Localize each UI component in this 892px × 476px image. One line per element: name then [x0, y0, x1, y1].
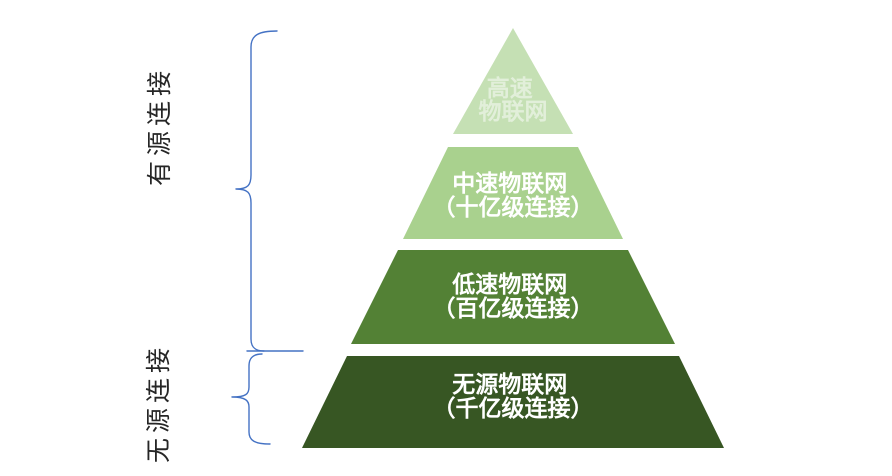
side-labels: 有源连接 无源连接 — [145, 66, 174, 463]
level-2-line-2: （十亿级连接） — [433, 194, 594, 220]
level-1-line-1: 高速 — [487, 75, 533, 101]
passive-connection-label: 无源连接 — [145, 343, 173, 463]
pyramid-level-2-shape — [403, 147, 623, 239]
pyramid-level-3-shape — [351, 250, 675, 344]
level-4-line-2: （千亿级连接） — [433, 395, 594, 421]
active-connection-brace — [235, 30, 278, 352]
pyramid-level-4-label: 无源物联网 （千亿级连接） — [433, 371, 594, 421]
level-3-line-1: 低速物联网 — [451, 271, 567, 297]
brace-group — [231, 30, 304, 445]
pyramid-level-4-shape — [302, 356, 724, 448]
pyramid: 高速 物联网 中速物联网 （十亿级连接） 低速物联网 （百亿级连接） 无源物联网… — [302, 28, 724, 448]
passive-connection-brace — [231, 353, 271, 445]
level-2-line-1: 中速物联网 — [452, 170, 567, 196]
level-4-line-1: 无源物联网 — [452, 371, 567, 397]
level-1-line-2: 物联网 — [479, 98, 548, 124]
active-connection-label: 有源连接 — [146, 66, 174, 186]
pyramid-level-1-label: 高速 物联网 — [479, 75, 548, 124]
pyramid-level-3-label: 低速物联网 （百亿级连接） — [433, 271, 594, 321]
pyramid-level-1-shape — [453, 28, 573, 134]
pyramid-level-2-label: 中速物联网 （十亿级连接） — [433, 170, 594, 220]
level-3-line-2: （百亿级连接） — [433, 295, 594, 321]
